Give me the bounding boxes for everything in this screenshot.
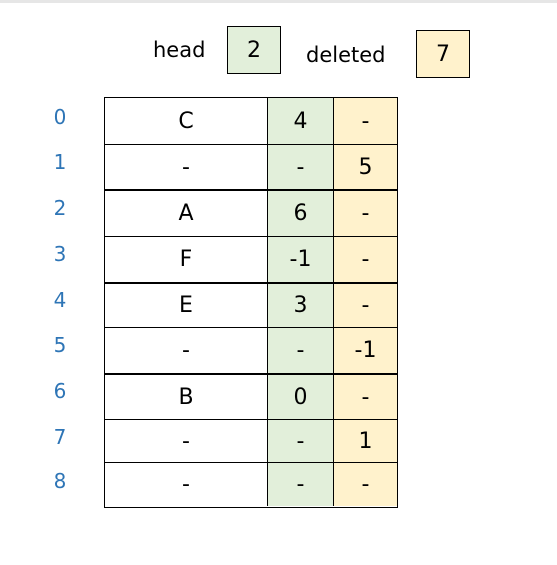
deleted-cell: -: [333, 98, 397, 144]
deleted-cell: 1: [333, 420, 397, 462]
row-index: 3: [53, 242, 67, 266]
value-cell: B: [105, 375, 267, 419]
deleted-cell: -1: [333, 328, 397, 373]
row-index: 6: [53, 379, 67, 403]
table-row: ---: [105, 462, 397, 506]
table-row: --5: [105, 144, 397, 189]
deleted-cell: 5: [333, 145, 397, 189]
next-cell: -: [267, 463, 333, 506]
value-cell: -: [105, 145, 267, 189]
next-cell: -: [267, 420, 333, 462]
value-cell: A: [105, 191, 267, 236]
next-cell: 0: [267, 375, 333, 419]
value-cell: -: [105, 328, 267, 373]
value-cell: -: [105, 463, 267, 506]
next-cell: 3: [267, 284, 333, 327]
deleted-cell: -: [333, 463, 397, 506]
next-cell: 4: [267, 98, 333, 144]
deleted-value-box: 7: [416, 30, 470, 78]
row-index: 8: [53, 469, 67, 493]
deleted-cell: -: [333, 237, 397, 282]
value-cell: F: [105, 237, 267, 282]
row-index: 7: [53, 425, 67, 449]
value-cell: -: [105, 420, 267, 462]
deleted-cell: -: [333, 191, 397, 236]
table-row: ---1: [105, 327, 397, 373]
deleted-label: deleted: [306, 43, 386, 67]
row-index: 4: [53, 288, 67, 312]
value-cell: E: [105, 284, 267, 327]
row-index: 2: [53, 196, 67, 220]
table-row: --1: [105, 419, 397, 462]
head-value-box: 2: [227, 26, 281, 74]
deleted-cell: -: [333, 375, 397, 419]
value-cell: C: [105, 98, 267, 144]
next-cell: -: [267, 145, 333, 189]
next-cell: 6: [267, 191, 333, 236]
deleted-value: 7: [436, 41, 450, 67]
deleted-cell: -: [333, 284, 397, 327]
row-index: 0: [53, 105, 67, 129]
row-index: 5: [53, 333, 67, 357]
next-cell: -1: [267, 237, 333, 282]
table-row: F-1-: [105, 236, 397, 282]
next-cell: -: [267, 328, 333, 373]
row-index: 1: [53, 150, 67, 174]
head-value: 2: [247, 37, 261, 63]
top-rule: [0, 0, 557, 3]
head-label: head: [153, 38, 206, 62]
